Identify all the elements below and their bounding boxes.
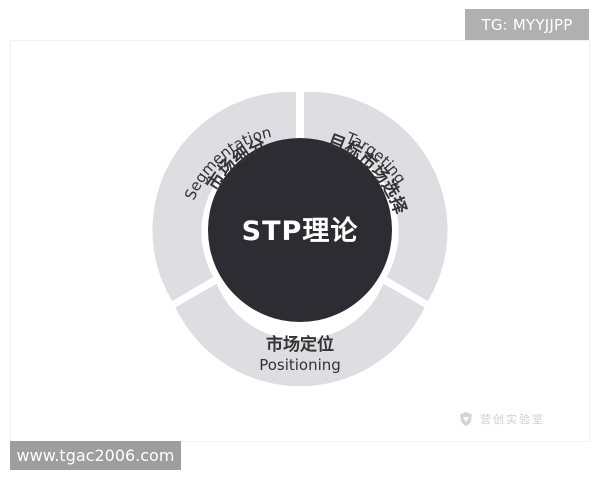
bottom-url-badge: www.tgac2006.com <box>10 441 181 470</box>
segmentation-segment <box>152 91 296 301</box>
positioning-en-label: Positioning <box>259 356 341 374</box>
top-watermark-badge: TG: MYYJJPP <box>465 9 589 40</box>
center-circle <box>208 138 392 322</box>
positioning-zh-label: 市场定位 <box>266 334 334 355</box>
watermark-text: 营创实验室 <box>480 413 545 426</box>
center-label: STP理论 <box>242 216 359 247</box>
brand-watermark: 营创实验室 <box>458 408 545 430</box>
targeting-segment <box>304 91 448 301</box>
positioning-segment <box>175 283 425 387</box>
shield-logo-icon <box>460 412 472 426</box>
